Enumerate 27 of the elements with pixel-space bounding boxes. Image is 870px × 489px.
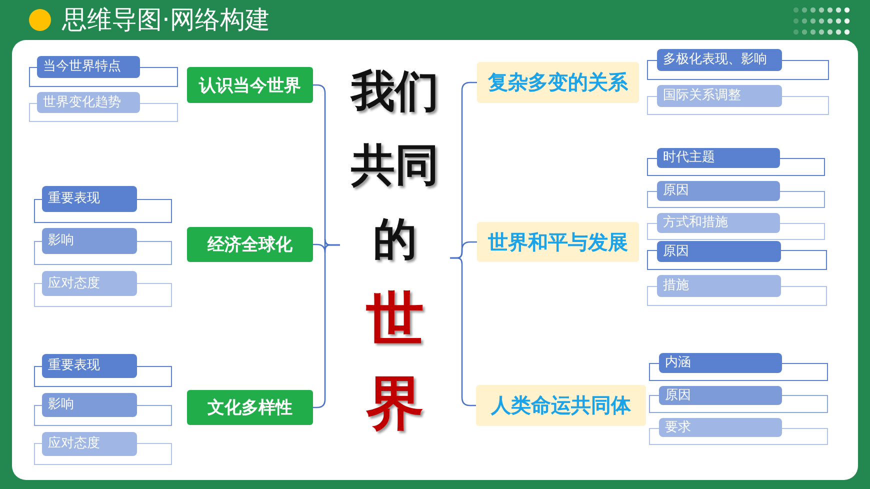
topic-box: 复杂多变的关系 (477, 62, 639, 103)
subtopic-label: 应对态度 (42, 271, 137, 296)
subtopic-label: 国际关系调整 (657, 85, 782, 107)
subtopic-label: 原因 (657, 181, 780, 201)
subtopic-label: 重要表现 (42, 186, 137, 212)
subtopic-label: 当今世界特点 (37, 56, 140, 78)
subtopic-label: 世界变化趋势 (37, 92, 140, 113)
subtopic-label: 措施 (657, 275, 781, 297)
branch-box: 认识当今世界 (187, 67, 313, 103)
subtopic-label: 重要表现 (42, 354, 137, 378)
subtopic-label: 影响 (42, 228, 137, 254)
title-text: 思维导图·网络构建 (62, 4, 270, 36)
calligraphy-text: 我们共同的 (349, 65, 440, 267)
subtopic-label: 多极化表现、影响 (657, 49, 782, 71)
topic-box: 人类命运共同体 (476, 385, 646, 426)
branch-box: 经济全球化 (187, 227, 313, 262)
subtopic-label: 内涵 (659, 353, 782, 373)
subtopic-label: 应对态度 (42, 432, 137, 456)
branch-box: 文化多样性 (187, 390, 313, 425)
subtopic-label: 影响 (42, 393, 137, 417)
subtopic-label: 原因 (657, 241, 781, 262)
subtopic-label: 原因 (659, 386, 782, 405)
topic-box: 世界和平与发展 (477, 222, 639, 262)
heading-text: 世界 (365, 284, 425, 439)
subtopic-label: 要求 (659, 418, 782, 437)
subtopic-label: 时代主题 (657, 148, 780, 168)
subtopic-label: 方式和措施 (657, 213, 780, 233)
